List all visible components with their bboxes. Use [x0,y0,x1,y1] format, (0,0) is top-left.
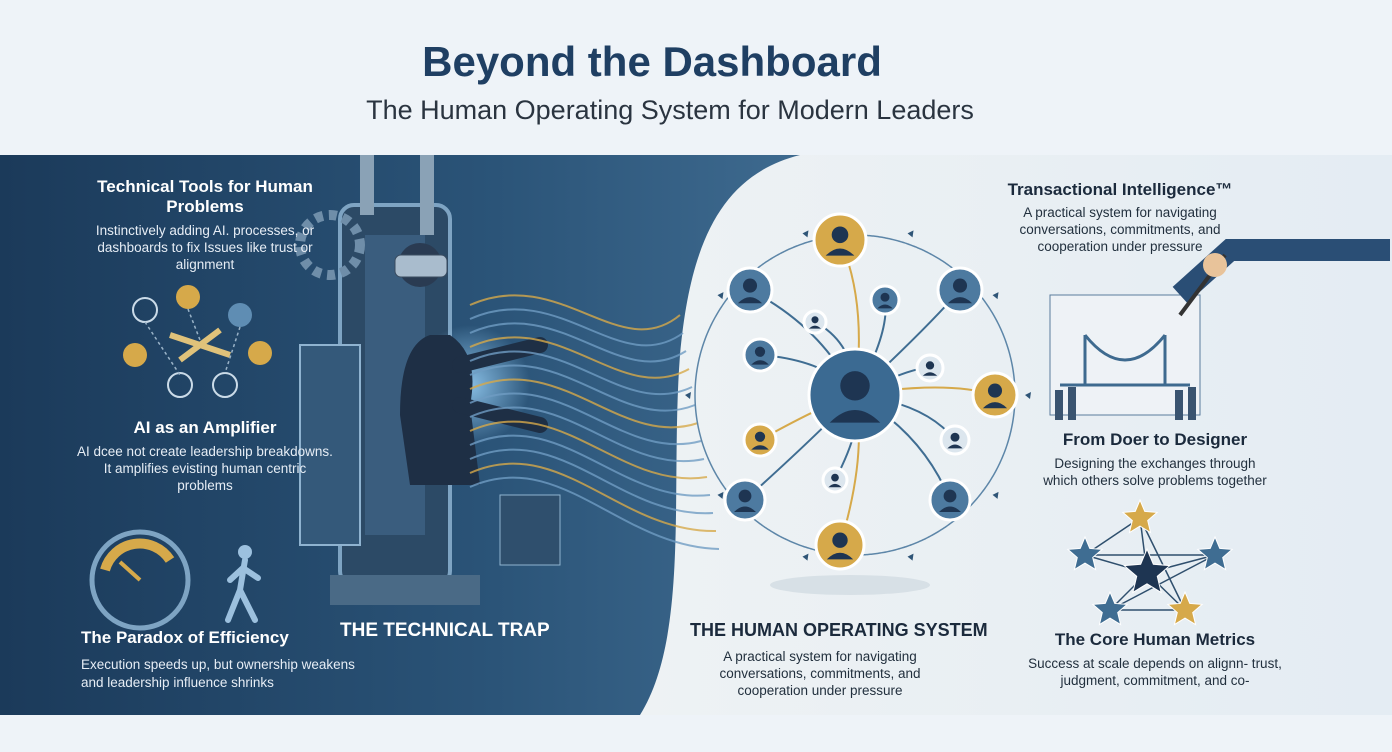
wire [469,336,690,379]
human-os-section: THE HUMAN OPERATING SYSTEM A practical s… [690,620,1010,700]
star-icon [1122,547,1172,594]
star-link [1139,517,1186,611]
technical-trap-label: THE TECHNICAL TRAP [340,620,550,641]
vr-machine-illustration [295,155,720,605]
arrow-head [992,292,999,300]
star-network-icon [1066,498,1234,626]
item-heading: Technical Tools for Human Problems [97,177,313,216]
item-heading: Transactional Intelligence™ [1007,180,1233,199]
item-heading: The Paradox of Efficiency [81,628,289,647]
wire [469,448,714,515]
item-transactional-intelligence: Transactional Intelligence™ A practical … [975,180,1265,256]
bridge-blueprint-icon [1049,239,1390,420]
person-node [939,424,971,456]
arrow-head [907,230,914,238]
central-person-node [807,347,903,443]
item-heading: The Core Human Metrics [1054,630,1256,649]
arrow-head [992,491,999,499]
wire [469,462,717,533]
item-heading: AI as an Amplifier [133,418,277,437]
wire [469,434,711,497]
person-node [869,284,901,316]
wire [469,364,696,412]
person-node [723,478,767,522]
wire [469,406,705,462]
item-technical-tools: Technical Tools for Human Problems Insti… [70,177,340,274]
item-text: Execution speeds up, but ownership weake… [81,657,355,690]
person-node [928,478,972,522]
item-ai-amplifier: AI as an Amplifier AI dcee not create le… [75,418,335,495]
star-icon [1066,535,1104,571]
item-heading: From Doer to Designer [1062,430,1248,449]
star-icon [1091,590,1129,626]
arrow-head [1025,392,1031,399]
item-text: Success at scale depends on alignn- trus… [1028,656,1282,688]
wire [469,378,699,429]
wire [469,476,720,550]
arrow-head [907,553,914,561]
person-node [814,519,866,571]
arrow-head [802,553,809,561]
speedometer-walking-person-icon [89,529,261,631]
wires [469,294,720,550]
star-icon [1121,498,1159,534]
arrow-head [802,230,809,238]
wire [469,420,708,480]
wire [469,308,684,347]
person-node [936,266,984,314]
person-node [915,353,945,383]
arrow-head [717,292,724,300]
item-text: A practical system for navigating conver… [1019,205,1221,254]
infographic-band [0,155,1392,715]
item-doer-to-designer: From Doer to Designer Designing the exch… [1030,430,1280,490]
star-link [1109,554,1216,611]
item-text: AI dcee not create leadership breakdowns… [77,444,333,493]
section-heading: THE HUMAN OPERATING SYSTEM [690,620,988,640]
wire [469,350,693,396]
item-text: Instinctively adding AI. processes, or d… [95,223,315,272]
person-node [821,466,849,494]
arrow-head [717,491,724,499]
wire [469,392,702,446]
person-node [802,309,828,335]
wire [469,294,681,331]
page-subtitle: The Human Operating System for Modern Le… [366,95,974,125]
section-text: A practical system for navigating conver… [719,649,921,698]
item-paradox: The Paradox of Efficiency Execution spee… [75,628,355,691]
wire [469,322,687,363]
person-node [726,266,774,314]
person-node [742,422,778,458]
person-node [971,371,1019,419]
item-text: Designing the exchanges through which ot… [1043,456,1267,488]
star-icon [1196,535,1234,571]
broken-network-icon [123,285,272,398]
item-core-metrics: The Core Human Metrics Success at scale … [1020,630,1290,690]
page-title: Beyond the Dashboard [422,38,882,85]
star-icon [1166,590,1204,626]
person-node [812,212,868,268]
people-network-diagram [685,212,1031,571]
person-node [742,337,778,373]
arrow-head [685,392,691,399]
